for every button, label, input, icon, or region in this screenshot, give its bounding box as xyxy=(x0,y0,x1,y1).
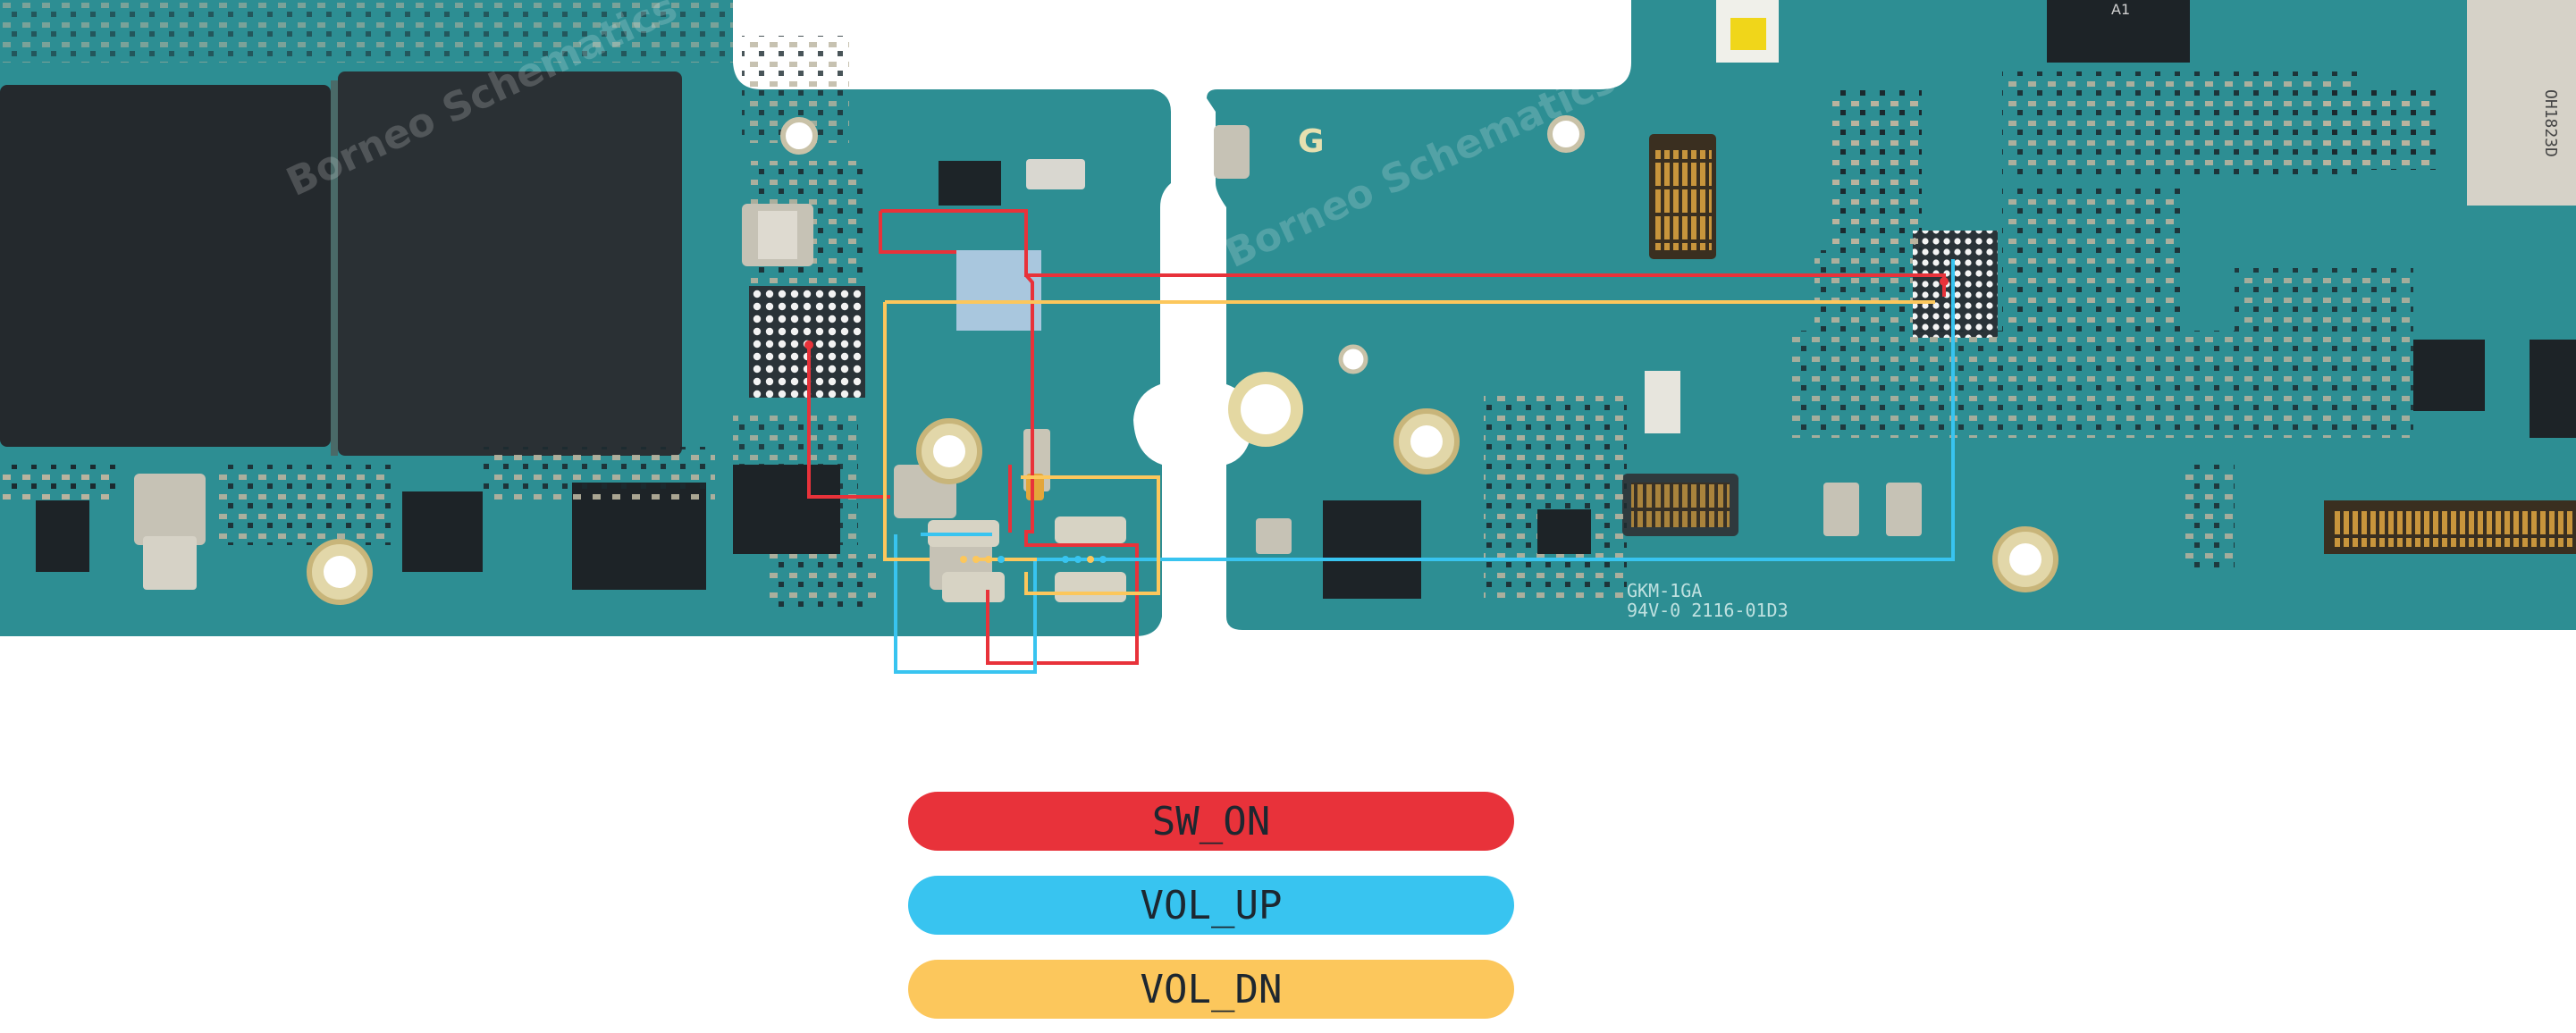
logo-text: G xyxy=(1298,123,1325,160)
legend-vol-up: VOL_UP xyxy=(908,876,1514,935)
pad-dots xyxy=(804,277,1949,563)
silk-label-rating: 94V-0 2116-01D3 xyxy=(1627,600,1789,621)
memory-chip xyxy=(0,85,331,447)
chip-label: A1 xyxy=(2111,1,2130,18)
vol-dn-trace xyxy=(883,300,1935,595)
module-label: OH1823D xyxy=(2541,89,2560,157)
legend-sw-on: SW_ON xyxy=(908,792,1514,851)
storage-chip xyxy=(338,71,682,456)
legend-vol-dn: VOL_DN xyxy=(908,960,1514,1019)
pcb-diagram: GKM-1GA 94V-0 2116-01D3 A1 OH1823D G Bor… xyxy=(0,0,2576,674)
bga-chip-right xyxy=(1913,231,1998,338)
silk-label-model: GKM-1GA xyxy=(1627,580,1702,601)
